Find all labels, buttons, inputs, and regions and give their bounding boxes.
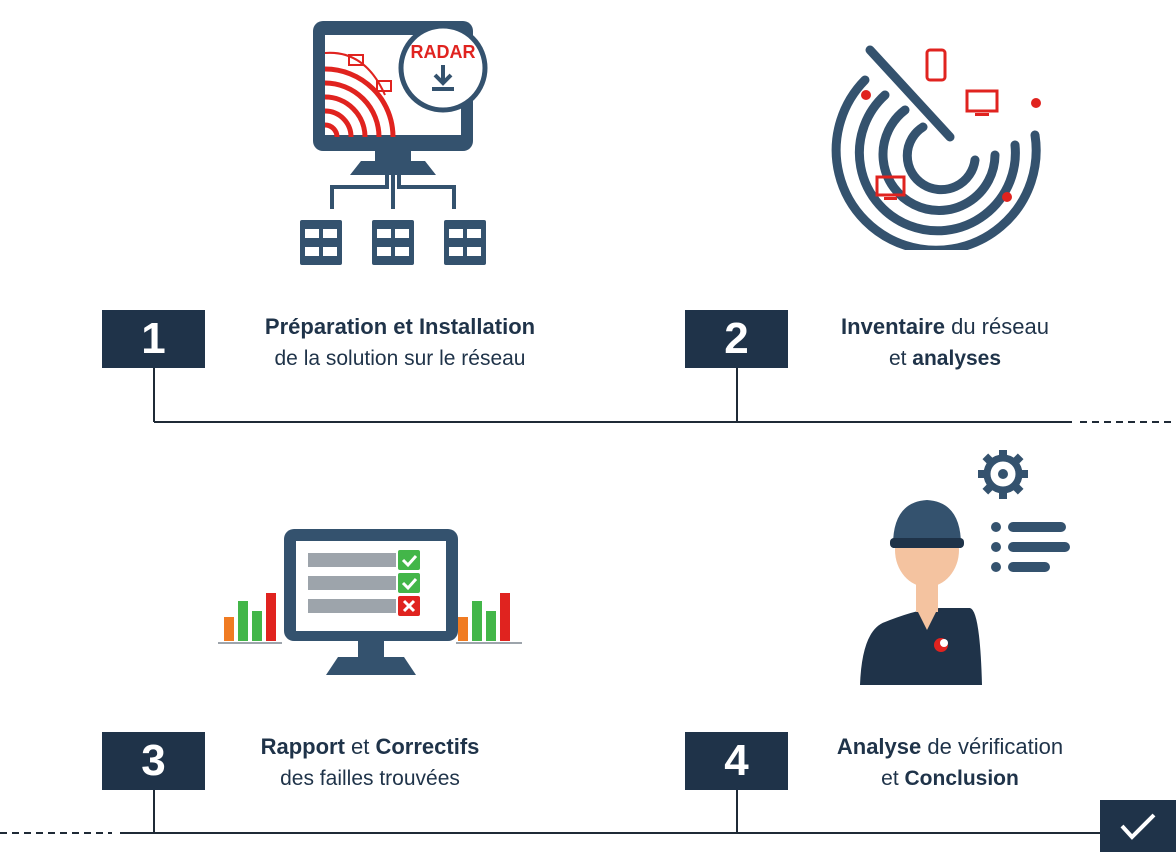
step-3-subtitle: des failles trouvées (280, 767, 460, 790)
completion-check-icon (1100, 800, 1176, 852)
step-2-caption: Inventaire du réseau et analyses (815, 311, 1075, 375)
step-4-title-bold: Analyse (836, 734, 922, 759)
step-3-title-bold-b: Correctifs (375, 734, 480, 759)
report-monitor-icon (218, 529, 522, 675)
step-1-subtitle: de la solution sur le réseau (274, 347, 526, 370)
step-2-subtitle-bold: analyses (912, 347, 1002, 370)
radar-badge-label: RADAR (411, 42, 476, 62)
step-1-caption: Préparation et Installation de la soluti… (240, 311, 560, 375)
step-2-title-rest: du réseau (944, 314, 1049, 339)
technician-icon (860, 450, 1070, 685)
computer-radar-icon: RADAR (300, 21, 488, 265)
step-4-number: 4 (685, 732, 788, 790)
step-4-title-rest: de vérification (921, 734, 1064, 759)
step-2-subtitle-prefix: et (888, 347, 913, 370)
step-4-caption: Analyse de vérification et Conclusion (810, 731, 1090, 795)
step-1-title: Préparation et Installation (264, 314, 536, 339)
step-3-caption: Rapport et Correctifs des failles trouvé… (230, 731, 510, 795)
radar-scan-icon (831, 45, 1041, 250)
step-1-number: 1 (102, 310, 205, 368)
step-3-number: 3 (102, 732, 205, 790)
step-4-subtitle-bold: Conclusion (904, 767, 1019, 790)
step-3-title-bold-a: Rapport (260, 734, 345, 759)
step-3-title-mid: et (344, 734, 376, 759)
step-2-number: 2 (685, 310, 788, 368)
step-2-title-bold: Inventaire (841, 314, 945, 339)
step-4-subtitle-prefix: et (881, 767, 905, 790)
